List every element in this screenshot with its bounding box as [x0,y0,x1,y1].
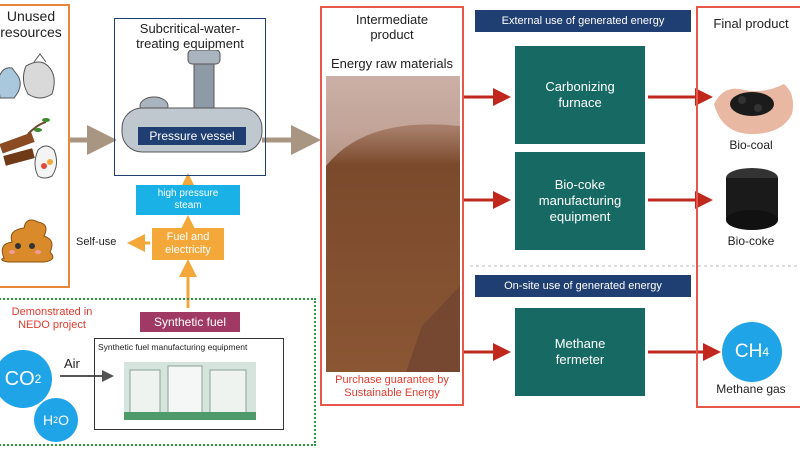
unused-resources-title: Unused resources [0,8,62,40]
wood-branch-icon [0,118,50,166]
final-product-panel [696,6,800,408]
raw-material-photo [326,76,460,372]
intermediate-product-panel [320,6,464,406]
biocoal-label: Bio-coal [729,138,773,152]
intermediate-product-title: Intermediate product [355,12,429,42]
synthetic-fuel-equipment-photo [124,362,256,420]
garbage-bag-icon [0,53,55,99]
subcritical-equipment-title: Subcritical-water- treating equipment [136,21,244,51]
unused-resources-panel [0,4,70,288]
manure-icon [1,219,54,263]
biocoke-label: Bio-coke [727,234,775,248]
food-waste-bag-icon [34,145,58,179]
biocoal-photo [714,84,793,134]
nedo-project-label: Demonstrated in NEDO project [11,306,93,331]
self-use-label: Self-use [76,236,117,248]
synthetic-fuel-equipment-box [94,338,284,430]
nedo-project-region [0,298,316,446]
biocoke-photo [726,168,778,230]
purchase-guarantee-label: Purchase guarantee by Sustainable Energy [335,374,449,399]
synthetic-fuel-equipment-title: Synthetic fuel manufacturing equipment [98,342,248,352]
air-label: Air [64,356,80,371]
external-use-header: External use of generated energy [475,10,691,32]
synthetic-fuel-label: Synthetic fuel [140,312,240,332]
unused-resources-illustrations [0,53,58,263]
energy-raw-materials-label: Energy raw materials [330,56,454,71]
pressure-vessel-label: Pressure vessel [138,127,246,145]
methane-gas-label: Methane gas [716,382,786,396]
subcritical-equipment-panel [114,18,266,176]
pressure-vessel-illustration [121,50,263,153]
final-product-title: Final product [713,16,789,31]
onsite-use-header: On-site use of generated energy [475,275,691,297]
